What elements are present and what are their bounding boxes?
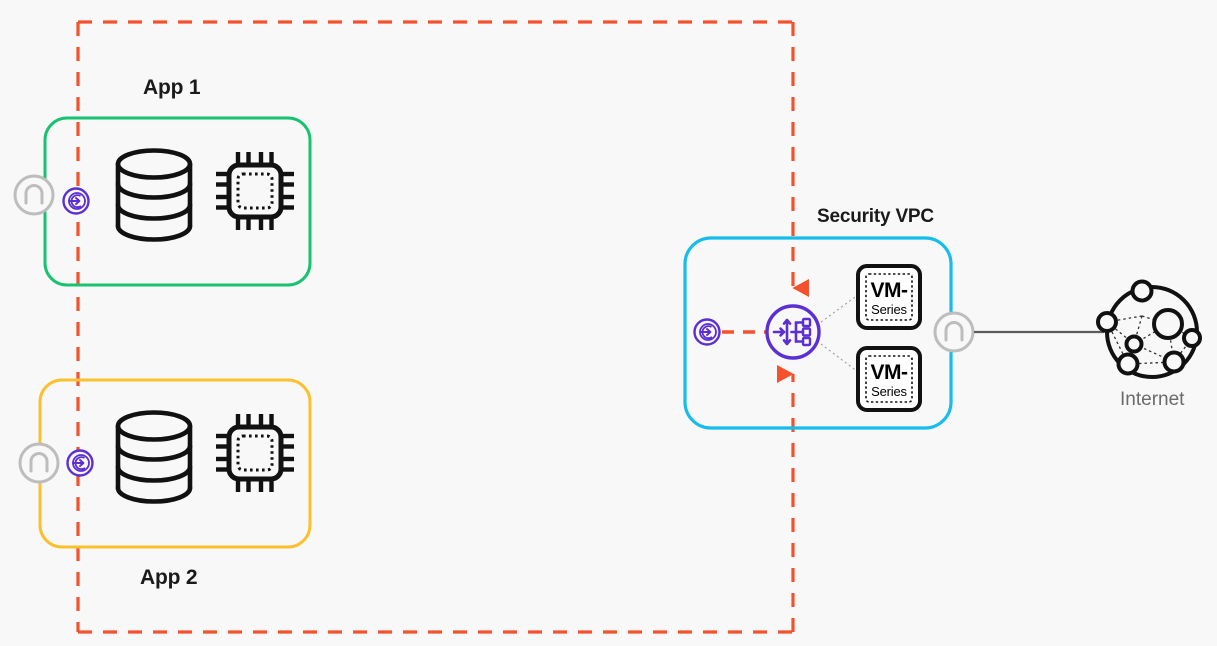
database-icon bbox=[115, 410, 193, 504]
vm-series-firewall[interactable] bbox=[856, 264, 922, 330]
traffic-inspection-icon[interactable] bbox=[66, 449, 94, 477]
gateway-icon[interactable] bbox=[18, 442, 60, 484]
vm-series-firewall[interactable] bbox=[856, 346, 922, 412]
gateway-icon[interactable] bbox=[13, 174, 55, 216]
vm-series-label-line1: VM- bbox=[870, 279, 909, 302]
zone-label-app2: App 2 bbox=[140, 566, 198, 589]
gateway-icon[interactable] bbox=[933, 311, 975, 353]
zone-label-app1: App 1 bbox=[143, 76, 201, 99]
load-balancer-icon[interactable] bbox=[765, 304, 821, 360]
traffic-flow-path bbox=[76, 20, 809, 634]
internet-label: Internet bbox=[1120, 389, 1185, 410]
vm-series-label-line2: Series bbox=[871, 384, 907, 399]
compute-chip-icon bbox=[216, 152, 294, 230]
compute-chip-icon bbox=[216, 414, 294, 492]
database-icon bbox=[115, 148, 193, 242]
traffic-inspection-icon[interactable] bbox=[693, 318, 721, 346]
vm-series-label-line2: Series bbox=[871, 302, 907, 317]
traffic-inspection-icon[interactable] bbox=[62, 187, 90, 215]
vm-series-label-line1: VM- bbox=[870, 361, 909, 384]
firewall-connectors bbox=[816, 291, 863, 376]
zone-label-security-vpc: Security VPC bbox=[817, 206, 934, 227]
internet-globe-icon bbox=[1096, 279, 1202, 379]
